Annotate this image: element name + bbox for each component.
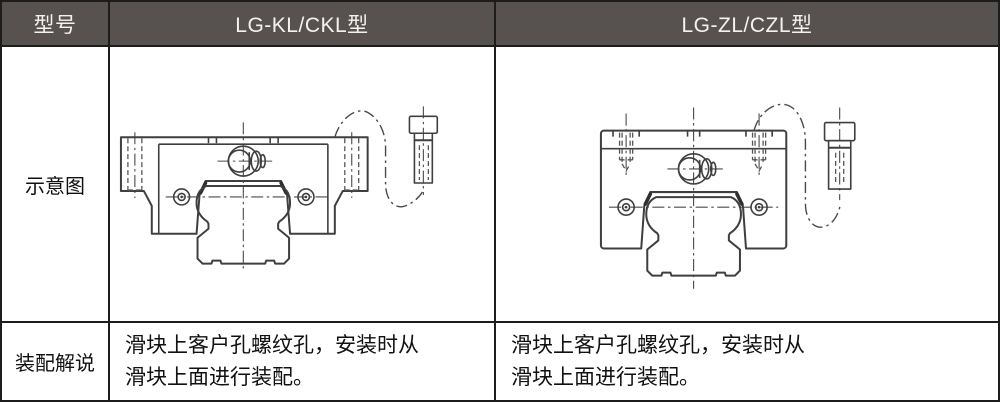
center-lines bbox=[134, 122, 353, 272]
diagram-row-label-cell: 示意图 bbox=[2, 47, 110, 323]
header-zl-cell: LG-ZL/CZL型 bbox=[496, 2, 998, 47]
threaded-hole-hidden-lines-right bbox=[751, 132, 767, 173]
counterbore-hole bbox=[227, 145, 266, 177]
rail-cross-section bbox=[645, 196, 742, 277]
header-zl-label: LG-ZL/CZL型 bbox=[681, 13, 813, 37]
assembly-row-label: 装配解说 bbox=[15, 353, 95, 375]
zl-diagram-cell bbox=[496, 47, 998, 323]
flange-hole-hidden-lines bbox=[127, 138, 360, 191]
counterbore-hole bbox=[677, 152, 717, 185]
kl-assembly-text: 滑块上客户孔螺纹孔，安装时从 滑块上面进行装配。 bbox=[125, 333, 419, 389]
kl-assembly-text-cell: 滑块上客户孔螺纹孔，安装时从 滑块上面进行装配。 bbox=[110, 323, 496, 400]
header-model-cell: 型号 bbox=[2, 2, 110, 47]
threaded-hole-hidden-lines-left bbox=[618, 132, 634, 173]
flange-carriage-diagram bbox=[119, 106, 439, 272]
header-model-label: 型号 bbox=[33, 13, 77, 37]
header-kl-cell: LG-KL/CKL型 bbox=[110, 2, 496, 47]
mounting-bolt bbox=[408, 106, 439, 195]
kl-diagram-cell bbox=[110, 47, 496, 323]
side-hole-right bbox=[750, 198, 768, 217]
diagram-row-label: 示意图 bbox=[25, 175, 85, 198]
zl-assembly-text: 滑块上客户孔螺纹孔，安装时从 滑块上面进行装配。 bbox=[511, 333, 805, 389]
mounting-bolt bbox=[823, 107, 856, 201]
assembly-path-line bbox=[753, 103, 842, 228]
zl-assembly-text-cell: 滑块上客户孔螺纹孔，安装时从 滑块上面进行装配。 bbox=[496, 323, 998, 400]
square-carriage-diagram bbox=[599, 103, 856, 289]
rail-cross-section bbox=[195, 184, 292, 265]
side-hole-left bbox=[172, 188, 191, 206]
side-hole-left bbox=[617, 198, 635, 217]
header-kl-label: LG-KL/CKL型 bbox=[235, 13, 369, 37]
assembly-row-label-cell: 装配解说 bbox=[2, 323, 110, 400]
assembly-path-line bbox=[334, 110, 423, 208]
side-hole-right bbox=[297, 188, 315, 206]
